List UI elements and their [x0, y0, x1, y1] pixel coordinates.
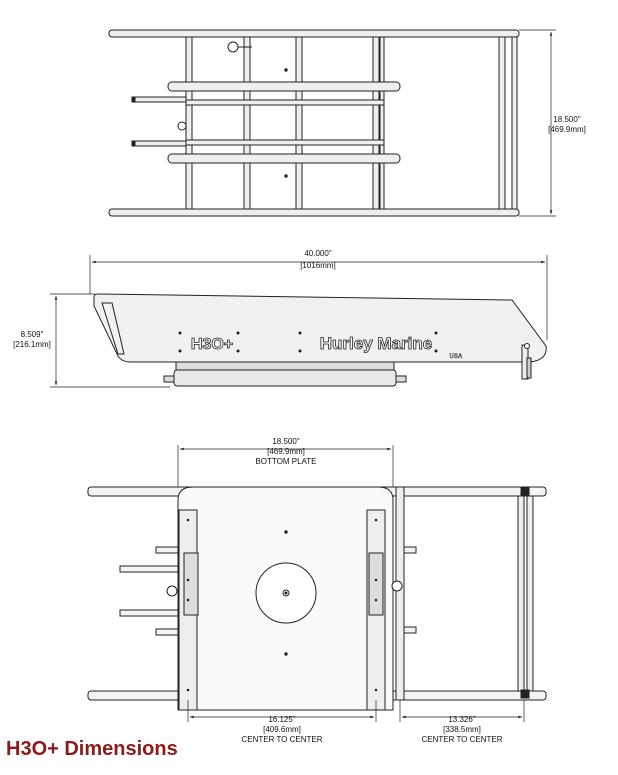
plate-mm: [469.9mm] [267, 447, 305, 456]
cross-bar-1 [185, 99, 385, 106]
side-height-dimension [50, 293, 170, 388]
handle-lower [131, 140, 187, 147]
ctc-dimensions [187, 700, 525, 722]
side-view [93, 293, 547, 387]
left-handle-lower [119, 609, 179, 617]
side-height-mm: [216.1mm] [13, 340, 51, 349]
vertical-rails [185, 36, 518, 210]
bottom-plate-dimension [177, 445, 394, 494]
ctc-right-inches: 13.326" [448, 715, 475, 724]
ctc-right-mm: [338.5mm] [443, 725, 481, 734]
side-length-dimension [89, 255, 548, 340]
top-width-inches: 18.500" [553, 115, 580, 124]
plate-inches: 18.500" [272, 437, 299, 446]
handle-upper [131, 96, 187, 103]
bottom-rail [108, 208, 520, 217]
side-length-mm: [1016mm] [300, 261, 336, 270]
top-width-dimension [519, 29, 556, 217]
ctc-left-label: CENTER TO CENTER [241, 735, 322, 744]
left-handle-upper [119, 565, 179, 573]
brand-suffix: USA [450, 354, 463, 360]
side-body [93, 293, 547, 363]
base-plate [175, 361, 395, 371]
side-length-inches: 40.000" [304, 249, 331, 258]
top-width-mm: [469.9mm] [548, 125, 586, 134]
base-block [173, 369, 397, 387]
bar-lower [167, 153, 401, 164]
bolt-holes [178, 331, 438, 353]
plate-label: BOTTOM PLATE [255, 457, 316, 466]
cross-bar-2 [185, 139, 385, 146]
brand-name: Hurley Marine [320, 334, 432, 353]
brand-logo: H3O+ [191, 336, 233, 353]
ctc-left-inches: 16.125" [268, 715, 295, 724]
side-handle-slot [101, 302, 125, 355]
ctc-right-label: CENTER TO CENTER [421, 735, 502, 744]
top-view [108, 29, 520, 217]
side-height-inches: 8.509" [21, 330, 44, 339]
page-title: H3O+ Dimensions [6, 738, 178, 760]
bottom-view [87, 486, 547, 711]
pin-ring [227, 41, 239, 53]
ctc-left-mm: [409.6mm] [263, 725, 301, 734]
bar-upper [167, 81, 401, 92]
top-rail [108, 29, 520, 38]
